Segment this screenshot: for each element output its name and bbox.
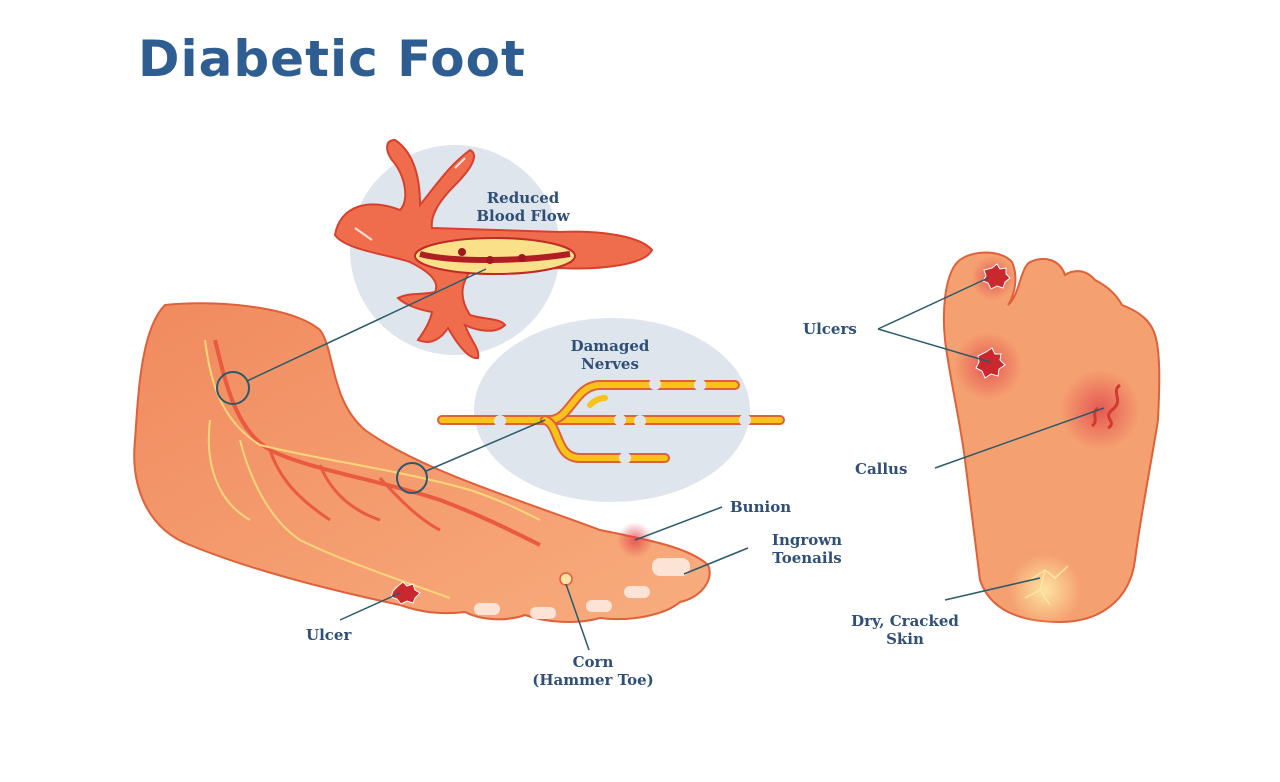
label-line: Skin — [886, 630, 924, 648]
nerve-icon — [437, 378, 785, 464]
label-bunion: Bunion — [730, 498, 792, 516]
callus-marker — [1107, 383, 1122, 430]
artery-icon — [333, 138, 654, 360]
label-line: Blood Flow — [476, 207, 570, 225]
ulcer-marker-ball — [975, 347, 1006, 379]
label-line: Dry, Cracked — [851, 612, 959, 630]
nerves-magnifier — [396, 462, 428, 494]
label-line: Toenails — [772, 549, 842, 567]
label-line: Corn — [572, 653, 614, 671]
label-reduced-blood-flow: Reduced Blood Flow — [458, 189, 588, 225]
label-dry-cracked-skin: Dry, Cracked Skin — [830, 612, 980, 648]
label-corn-hammer-toe: Corn (Hammer Toe) — [508, 653, 678, 689]
corn-marker — [559, 572, 573, 586]
label-ulcers: Ulcers — [803, 320, 857, 338]
sole-view-foot — [942, 251, 1161, 626]
label-line: Damaged — [570, 337, 650, 355]
ulcer-marker-toe — [982, 263, 1011, 290]
label-line: Nerves — [581, 355, 639, 373]
label-ingrown-toenails: Ingrown Toenails — [752, 531, 862, 567]
side-view-foot — [133, 302, 711, 623]
label-line: (Hammer Toe) — [532, 671, 654, 689]
label-ulcer: Ulcer — [306, 626, 352, 644]
label-damaged-nerves: Damaged Nerves — [555, 337, 665, 373]
blood-flow-magnifier — [216, 371, 250, 405]
nerves-inset — [474, 318, 750, 502]
leader-lines — [246, 268, 1105, 651]
toenail — [474, 603, 500, 615]
label-line: Ingrown — [771, 531, 843, 549]
crack-lines — [1024, 565, 1069, 606]
label-line: Reduced — [486, 189, 560, 207]
label-callus: Callus — [855, 460, 908, 478]
page-title: Diabetic Foot — [138, 30, 526, 88]
